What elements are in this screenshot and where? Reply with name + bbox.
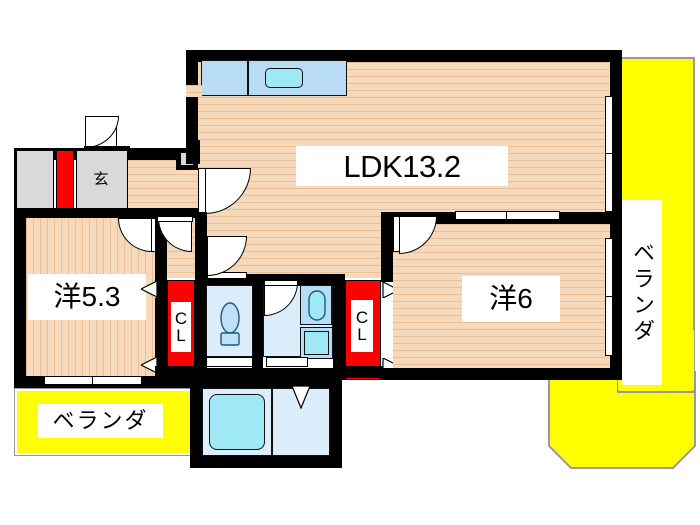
entrance-threshold [84, 146, 130, 150]
toilet-fixture [220, 302, 240, 346]
room-label-west: 洋5.3 [28, 274, 146, 320]
washbasin [308, 290, 326, 321]
wall-toilet-east [252, 274, 263, 380]
veranda-east-label: ベランダ [622, 200, 662, 385]
wall-lower-right-connector [333, 366, 383, 378]
east-room-interior-window-divider [506, 211, 508, 220]
washroom-door-leaf[interactable] [264, 280, 298, 286]
ldk-balcony-window-divider [605, 153, 613, 155]
wall-hall-east [195, 212, 207, 278]
wall-lower-left-connector [155, 366, 203, 378]
bathtub [209, 394, 265, 450]
bath-entry-marker [291, 386, 311, 410]
genkan-label: 玄 [93, 170, 109, 188]
room-ldk-corridor-floor [198, 216, 404, 278]
wall-bath-block-west [190, 376, 202, 468]
kitchen-sink [265, 68, 303, 88]
exterior-wall-east-lower [610, 212, 622, 380]
wall-hall-north [155, 148, 177, 158]
hall-west-door-leaf[interactable] [157, 216, 193, 222]
room-label-east: 洋6 [462, 276, 560, 322]
closet-left-marker-top [141, 281, 158, 297]
wall-bath-block-east [330, 376, 342, 468]
veranda-south-label: ベランダ [38, 404, 163, 438]
wall-east-room-west-upper [381, 212, 393, 282]
exterior-wall-east-upper [610, 50, 622, 212]
kitchen-counter-divider [247, 60, 249, 96]
washing-machine [304, 331, 329, 355]
exterior-wall-north [186, 50, 622, 62]
genkan-step [16, 150, 54, 212]
wall-sanitary-south [195, 368, 345, 380]
toilet-door[interactable] [206, 357, 253, 367]
wall-east-room-south [381, 368, 613, 380]
genkan-tile [76, 150, 128, 212]
wall-post-hall [186, 140, 200, 164]
room-label-ldk: LDK13.2 [296, 146, 508, 186]
shoe-closet [56, 150, 74, 212]
east-room-balcony-window-divider [605, 296, 613, 298]
bath-door[interactable] [266, 357, 308, 367]
closet-right-marker-top [382, 282, 399, 298]
kitchen-notch [186, 85, 202, 97]
east-room-interior-window [455, 211, 560, 220]
closet-left-marker-bottom [141, 357, 158, 373]
wall-sanitary-east [333, 274, 345, 380]
wall-bath-block-south [190, 456, 342, 468]
wall-genkan-south [14, 208, 200, 218]
wall-ldk-west-upper [186, 50, 198, 160]
wall-sanitary-west [195, 274, 207, 380]
west-room-window-divider [92, 376, 94, 385]
wall-west-room-east [155, 276, 167, 380]
